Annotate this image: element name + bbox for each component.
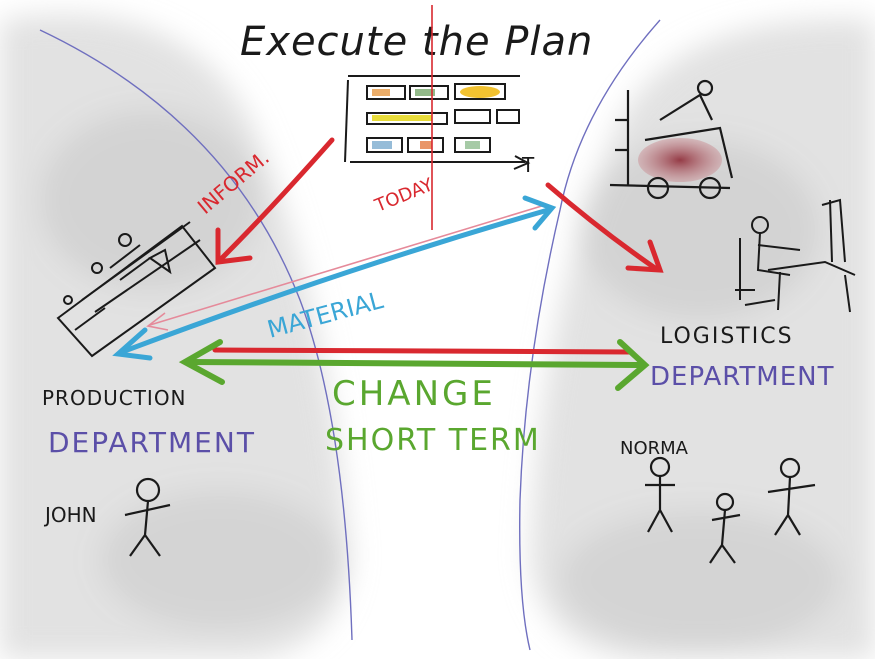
plan-board: [344, 75, 531, 170]
change-arrow: [178, 339, 650, 391]
logistics-stick-figures: [645, 456, 816, 564]
production-person-name: JOHN: [43, 503, 97, 527]
john-stick-figure: [124, 477, 171, 557]
desk-worker-icon: [735, 198, 856, 313]
pink-line: [149, 204, 546, 326]
logistics-line1: LOGISTICS: [660, 324, 794, 349]
production-line2: DEPARTMENT: [48, 426, 256, 459]
today-label: TODAY: [371, 174, 437, 217]
logistics-line2: DEPARTMENT: [650, 362, 835, 392]
today-marker: T: [521, 153, 535, 177]
left-boundary-line: [39, 29, 353, 641]
change-label-line1: CHANGE: [332, 374, 496, 414]
logistics-person-name: NORMA: [620, 438, 689, 459]
plan-to-logistics-arrow: [545, 182, 664, 273]
plan-board-fills: [372, 86, 500, 149]
pink-arrowhead: [146, 312, 169, 331]
title: Execute the Plan: [240, 19, 593, 65]
inform-arrow: [215, 137, 335, 265]
change-label-line2: SHORT TERM: [325, 423, 541, 458]
material-arrow: [112, 195, 557, 361]
forklift-icon: [609, 79, 734, 200]
right-boundary-line: [519, 19, 661, 651]
production-region: [0, 14, 350, 659]
production-line1: PRODUCTION: [42, 386, 187, 410]
production-machine-icon: [56, 221, 217, 358]
